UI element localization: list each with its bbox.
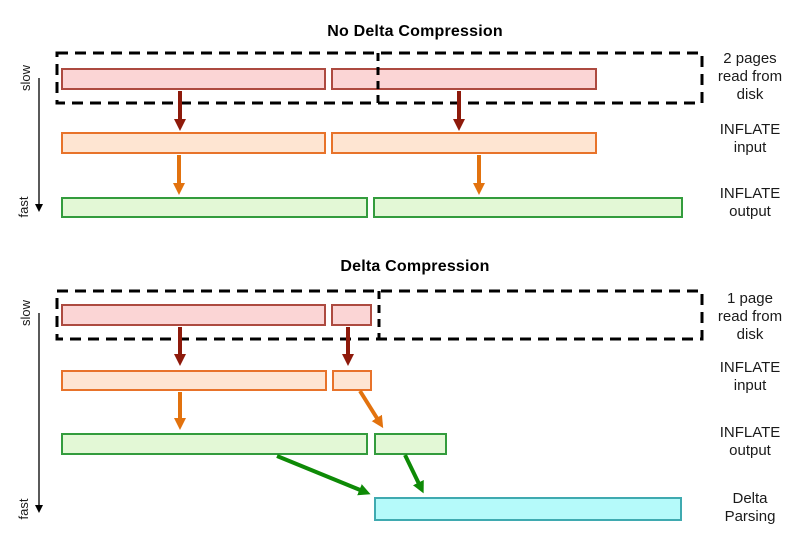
delta-parse-arrow [276, 454, 371, 496]
axis-label-slow: slow [18, 65, 33, 92]
inflate-input-bar [61, 132, 326, 154]
inflate-input-bar [332, 370, 372, 391]
inflate-output-bar [61, 197, 368, 218]
row-label-pages-read: 2 pages read from disk [717, 50, 783, 103]
inflate-arrow [358, 389, 384, 429]
inflate-output-bar [374, 433, 447, 455]
disk-page-bar [331, 68, 597, 90]
delta-parsing-bar [374, 497, 682, 521]
axis-label-slow: slow [18, 300, 33, 327]
section-title-no-delta: No Delta Compression [327, 23, 503, 40]
row-label-inflate-input: INFLATE input [719, 121, 781, 156]
row-label-pages-read: 1 page read from disk [717, 290, 783, 343]
axis-label-fast: fast [16, 498, 31, 520]
disk-page-bar [331, 304, 372, 326]
inflate-input-bar [331, 132, 597, 154]
inflate-output-bar [61, 433, 368, 455]
disk-page-bar [61, 68, 326, 90]
row-label-inflate-output: INFLATE output [719, 424, 781, 459]
inflate-output-bar [373, 197, 683, 218]
row-label-inflate-input: INFLATE input [719, 359, 781, 394]
section-title-delta: Delta Compression [340, 258, 490, 275]
delta-parse-arrow [403, 454, 424, 494]
row-label-delta-parsing: Delta Parsing [724, 490, 776, 525]
disk-page-bar [61, 304, 326, 326]
inflate-input-bar [61, 370, 327, 391]
axis-label-fast: fast [16, 196, 31, 218]
row-label-inflate-output: INFLATE output [719, 185, 781, 220]
